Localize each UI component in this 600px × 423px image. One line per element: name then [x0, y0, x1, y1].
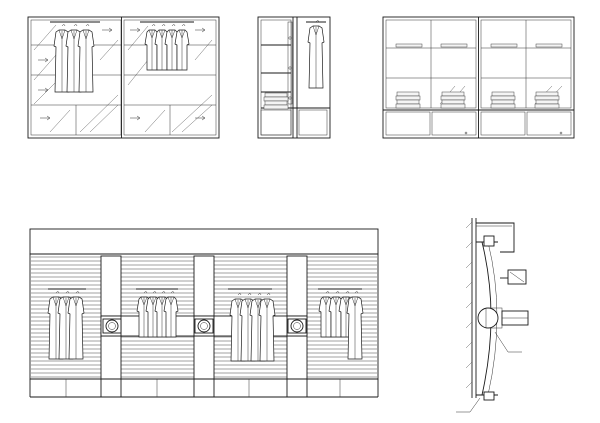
wardrobe-glass-front-view [27, 16, 220, 139]
slatwall-elevation-view [29, 228, 379, 398]
wall-bracket-section-view [456, 218, 529, 413]
wall-hatch [465, 221, 473, 389]
slatwall-garment-group-3 [229, 293, 276, 362]
glass-door-hatching [33, 24, 213, 133]
shelving-unit-front-view [382, 16, 575, 139]
hanging-garments-left [53, 24, 95, 93]
slatwall-garment-group-1 [47, 291, 85, 360]
door-opening-arrows [38, 27, 206, 121]
wardrobe-side-section-view [257, 16, 331, 139]
hanging-garments-right [144, 24, 190, 71]
slatwall-garment-group-2 [136, 291, 179, 338]
